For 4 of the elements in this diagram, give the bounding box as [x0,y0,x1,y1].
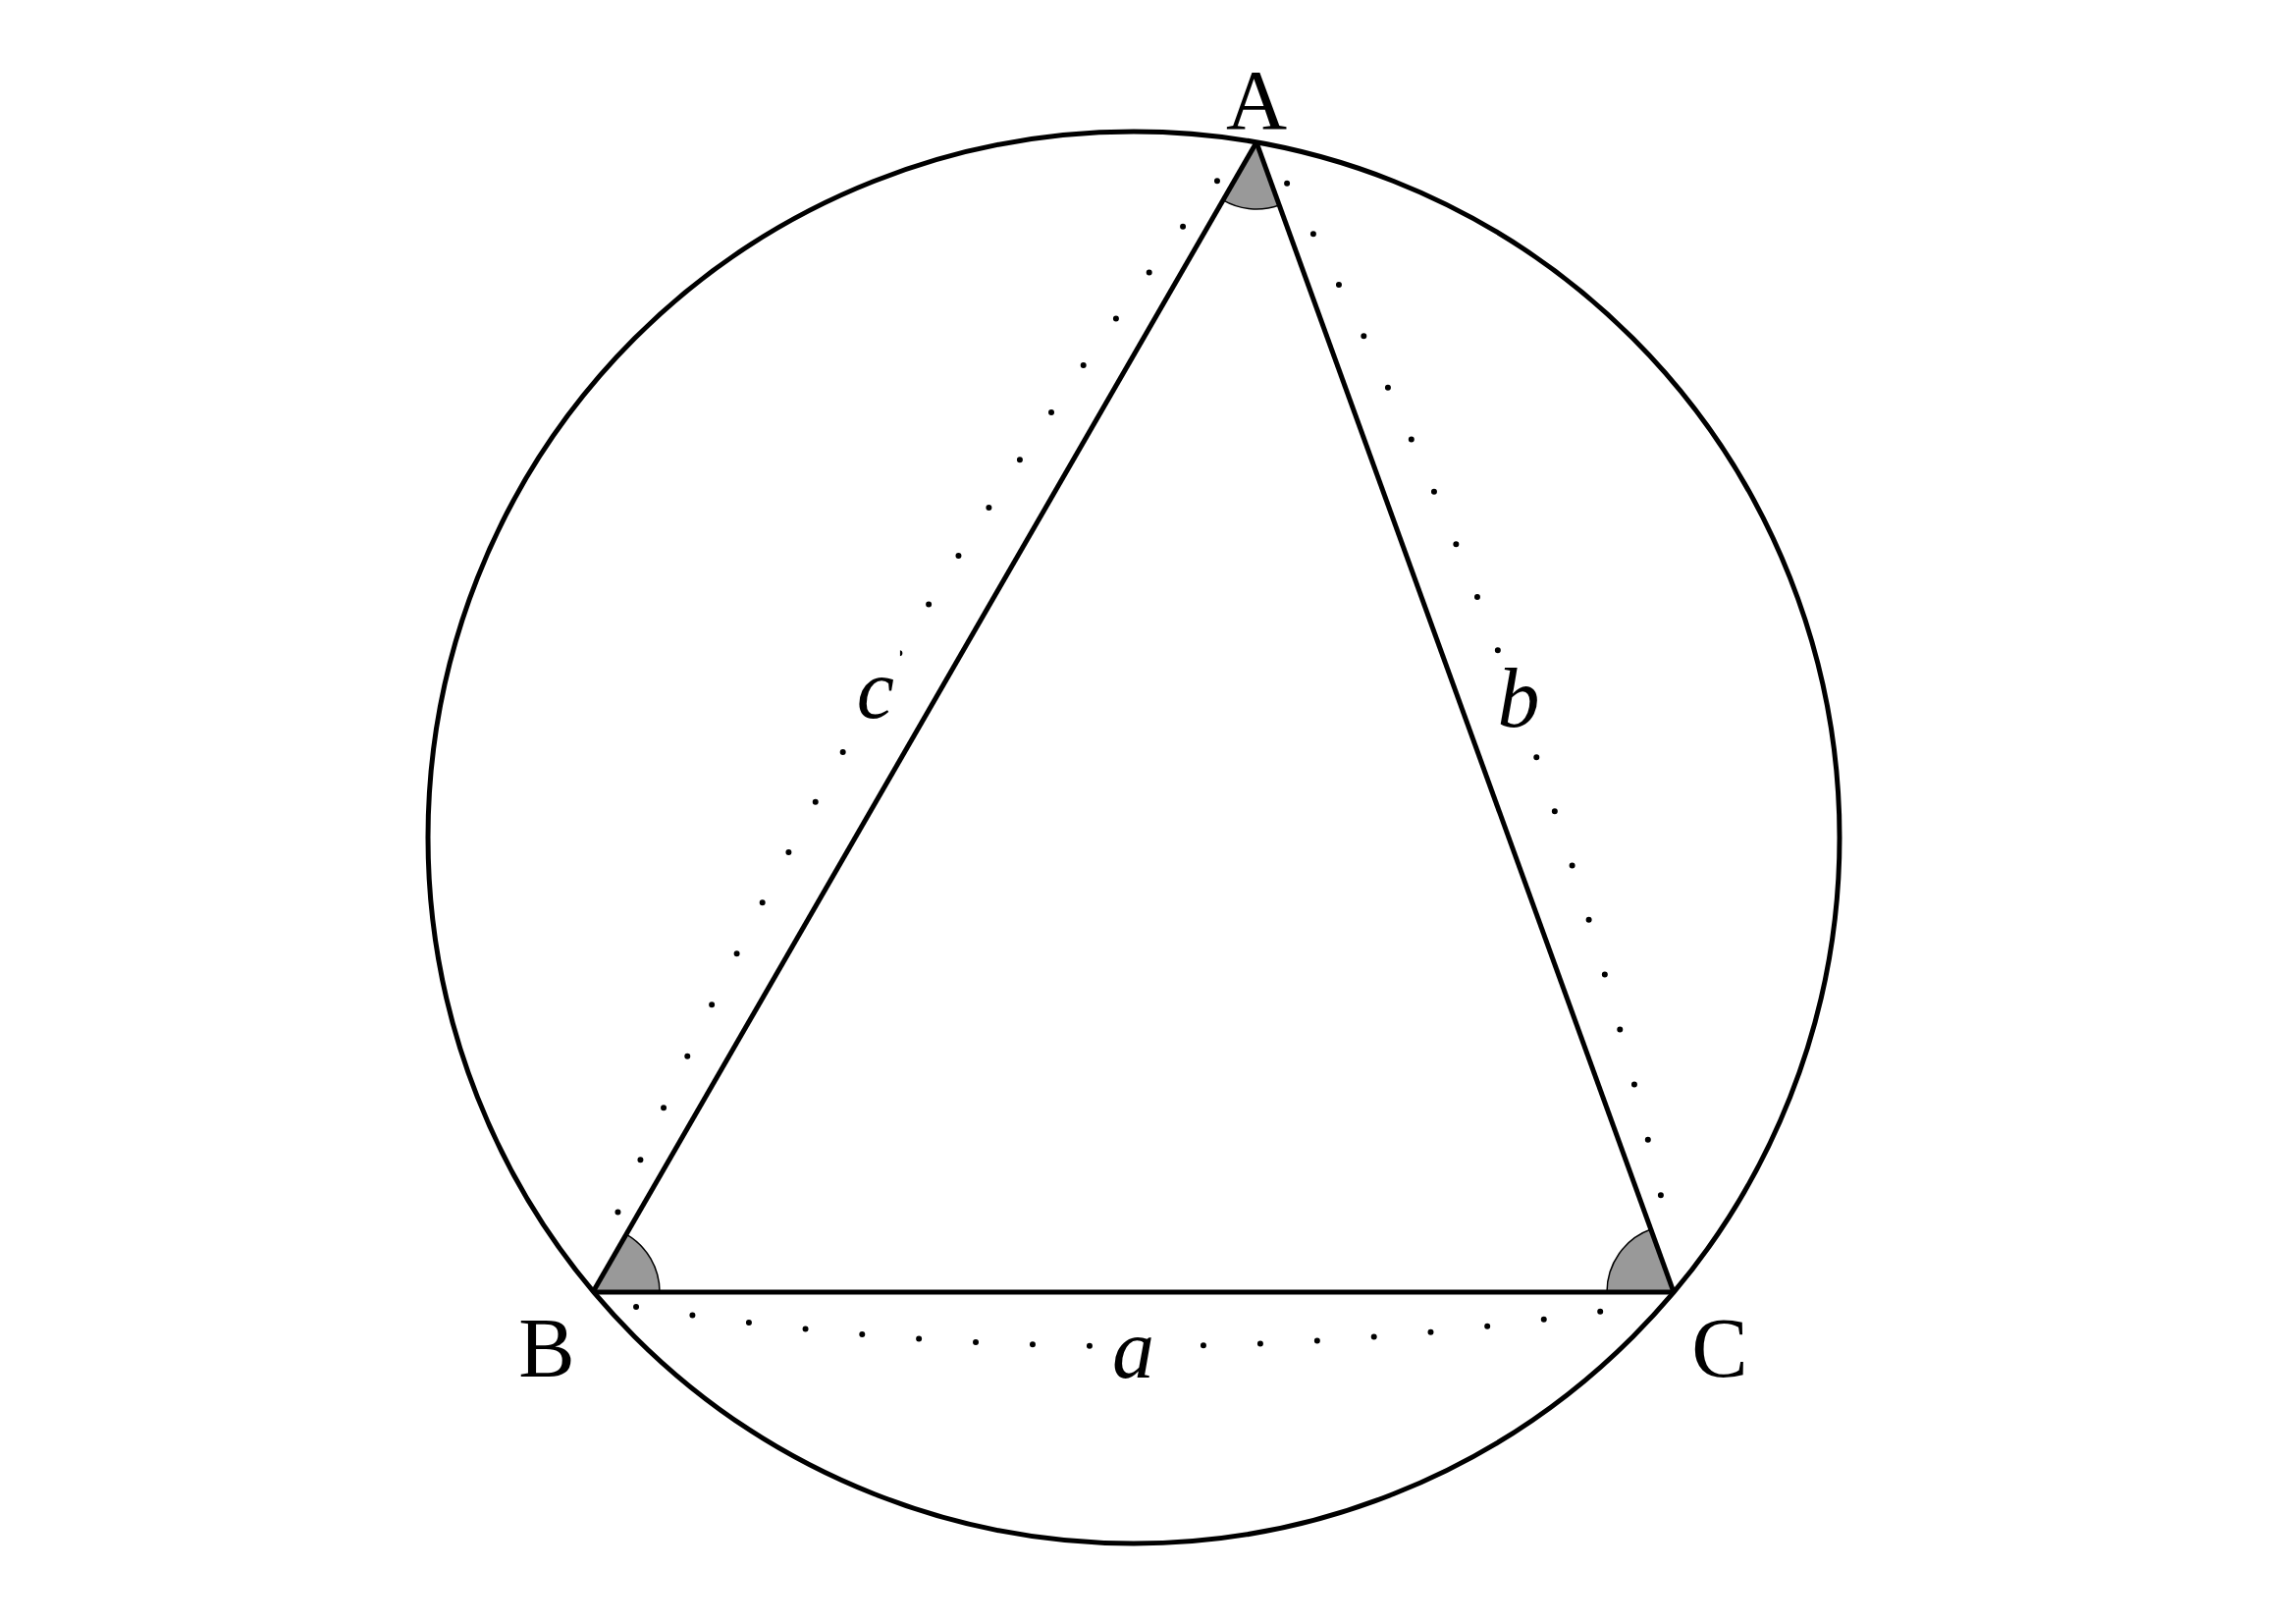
vertex-label: C [1674,1292,1766,1390]
triangle-side [593,1289,1674,1295]
vertex-label: B [501,1292,593,1390]
vertex-label: A [1222,39,1291,142]
